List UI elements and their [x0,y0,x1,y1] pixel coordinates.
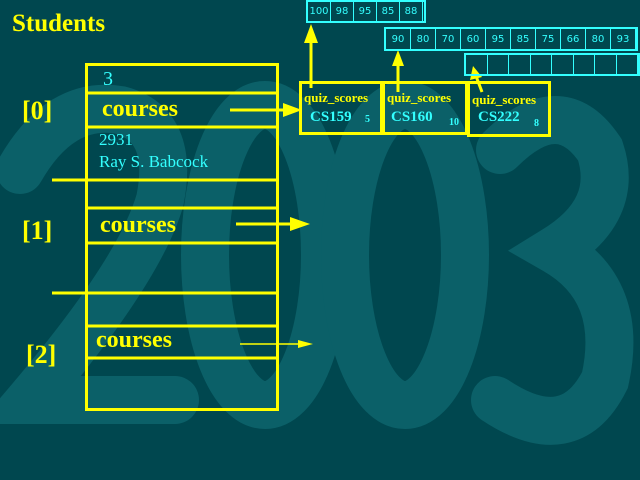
score-cell: 85 [377,2,400,21]
score-cell [595,55,617,74]
score-cell: 98 [331,2,354,21]
score-cell [466,55,488,74]
score-cell: 70 [436,29,461,49]
quiz-scores-field: quiz_scores [387,90,452,105]
index-label-2: [2] [26,340,57,369]
score-count: 10 [449,117,459,128]
course-name: CS159 [310,109,352,125]
quiz-scores-field: quiz_scores [472,92,537,107]
score-cell: 85 [511,29,536,49]
quiz-scores-field: quiz_scores [304,90,369,105]
score-cell: 88 [400,2,423,21]
course-box-1: quiz_scores CS160 10 [382,81,468,135]
scores-array-2 [464,53,640,76]
arrowhead [290,217,310,231]
score-cell: 75 [536,29,561,49]
arrowhead [470,66,482,80]
page-title: Students [12,10,106,37]
courses-field-1: courses [100,212,176,238]
index-label-1: [1] [22,216,53,245]
students-array [85,63,279,411]
score-count: 8 [534,118,539,129]
score-cell [552,55,574,74]
student-name: Ray S. Babcock [99,152,209,171]
score-cell: 95 [486,29,511,49]
student-count: 3 [103,68,113,90]
score-cell: 93 [611,29,636,49]
score-cell [509,55,531,74]
course-name: CS160 [391,109,433,125]
score-cell [574,55,595,74]
student-id: 2931 [99,130,133,149]
courses-field-2: courses [96,327,172,353]
courses-field-0: courses [102,96,178,122]
score-cell: 60 [461,29,486,49]
course-name: CS222 [478,109,520,125]
score-count: 5 [365,114,370,125]
arrowhead [392,50,404,66]
score-cell: 100 [308,2,331,21]
course-box-0: quiz_scores CS159 5 [299,81,383,135]
arrowhead [283,103,302,117]
score-cell: 66 [561,29,586,49]
score-cell: 80 [586,29,611,49]
arrowhead [298,340,313,348]
course-box-2: quiz_scores CS222 8 [467,81,551,137]
score-cell: 95 [354,2,377,21]
score-cell [617,55,638,74]
score-cell [488,55,509,74]
score-cell: 90 [386,29,411,49]
score-cell: 80 [411,29,436,49]
index-label-0: [0] [22,96,53,125]
arrowhead [304,24,318,43]
score-cell [531,55,552,74]
